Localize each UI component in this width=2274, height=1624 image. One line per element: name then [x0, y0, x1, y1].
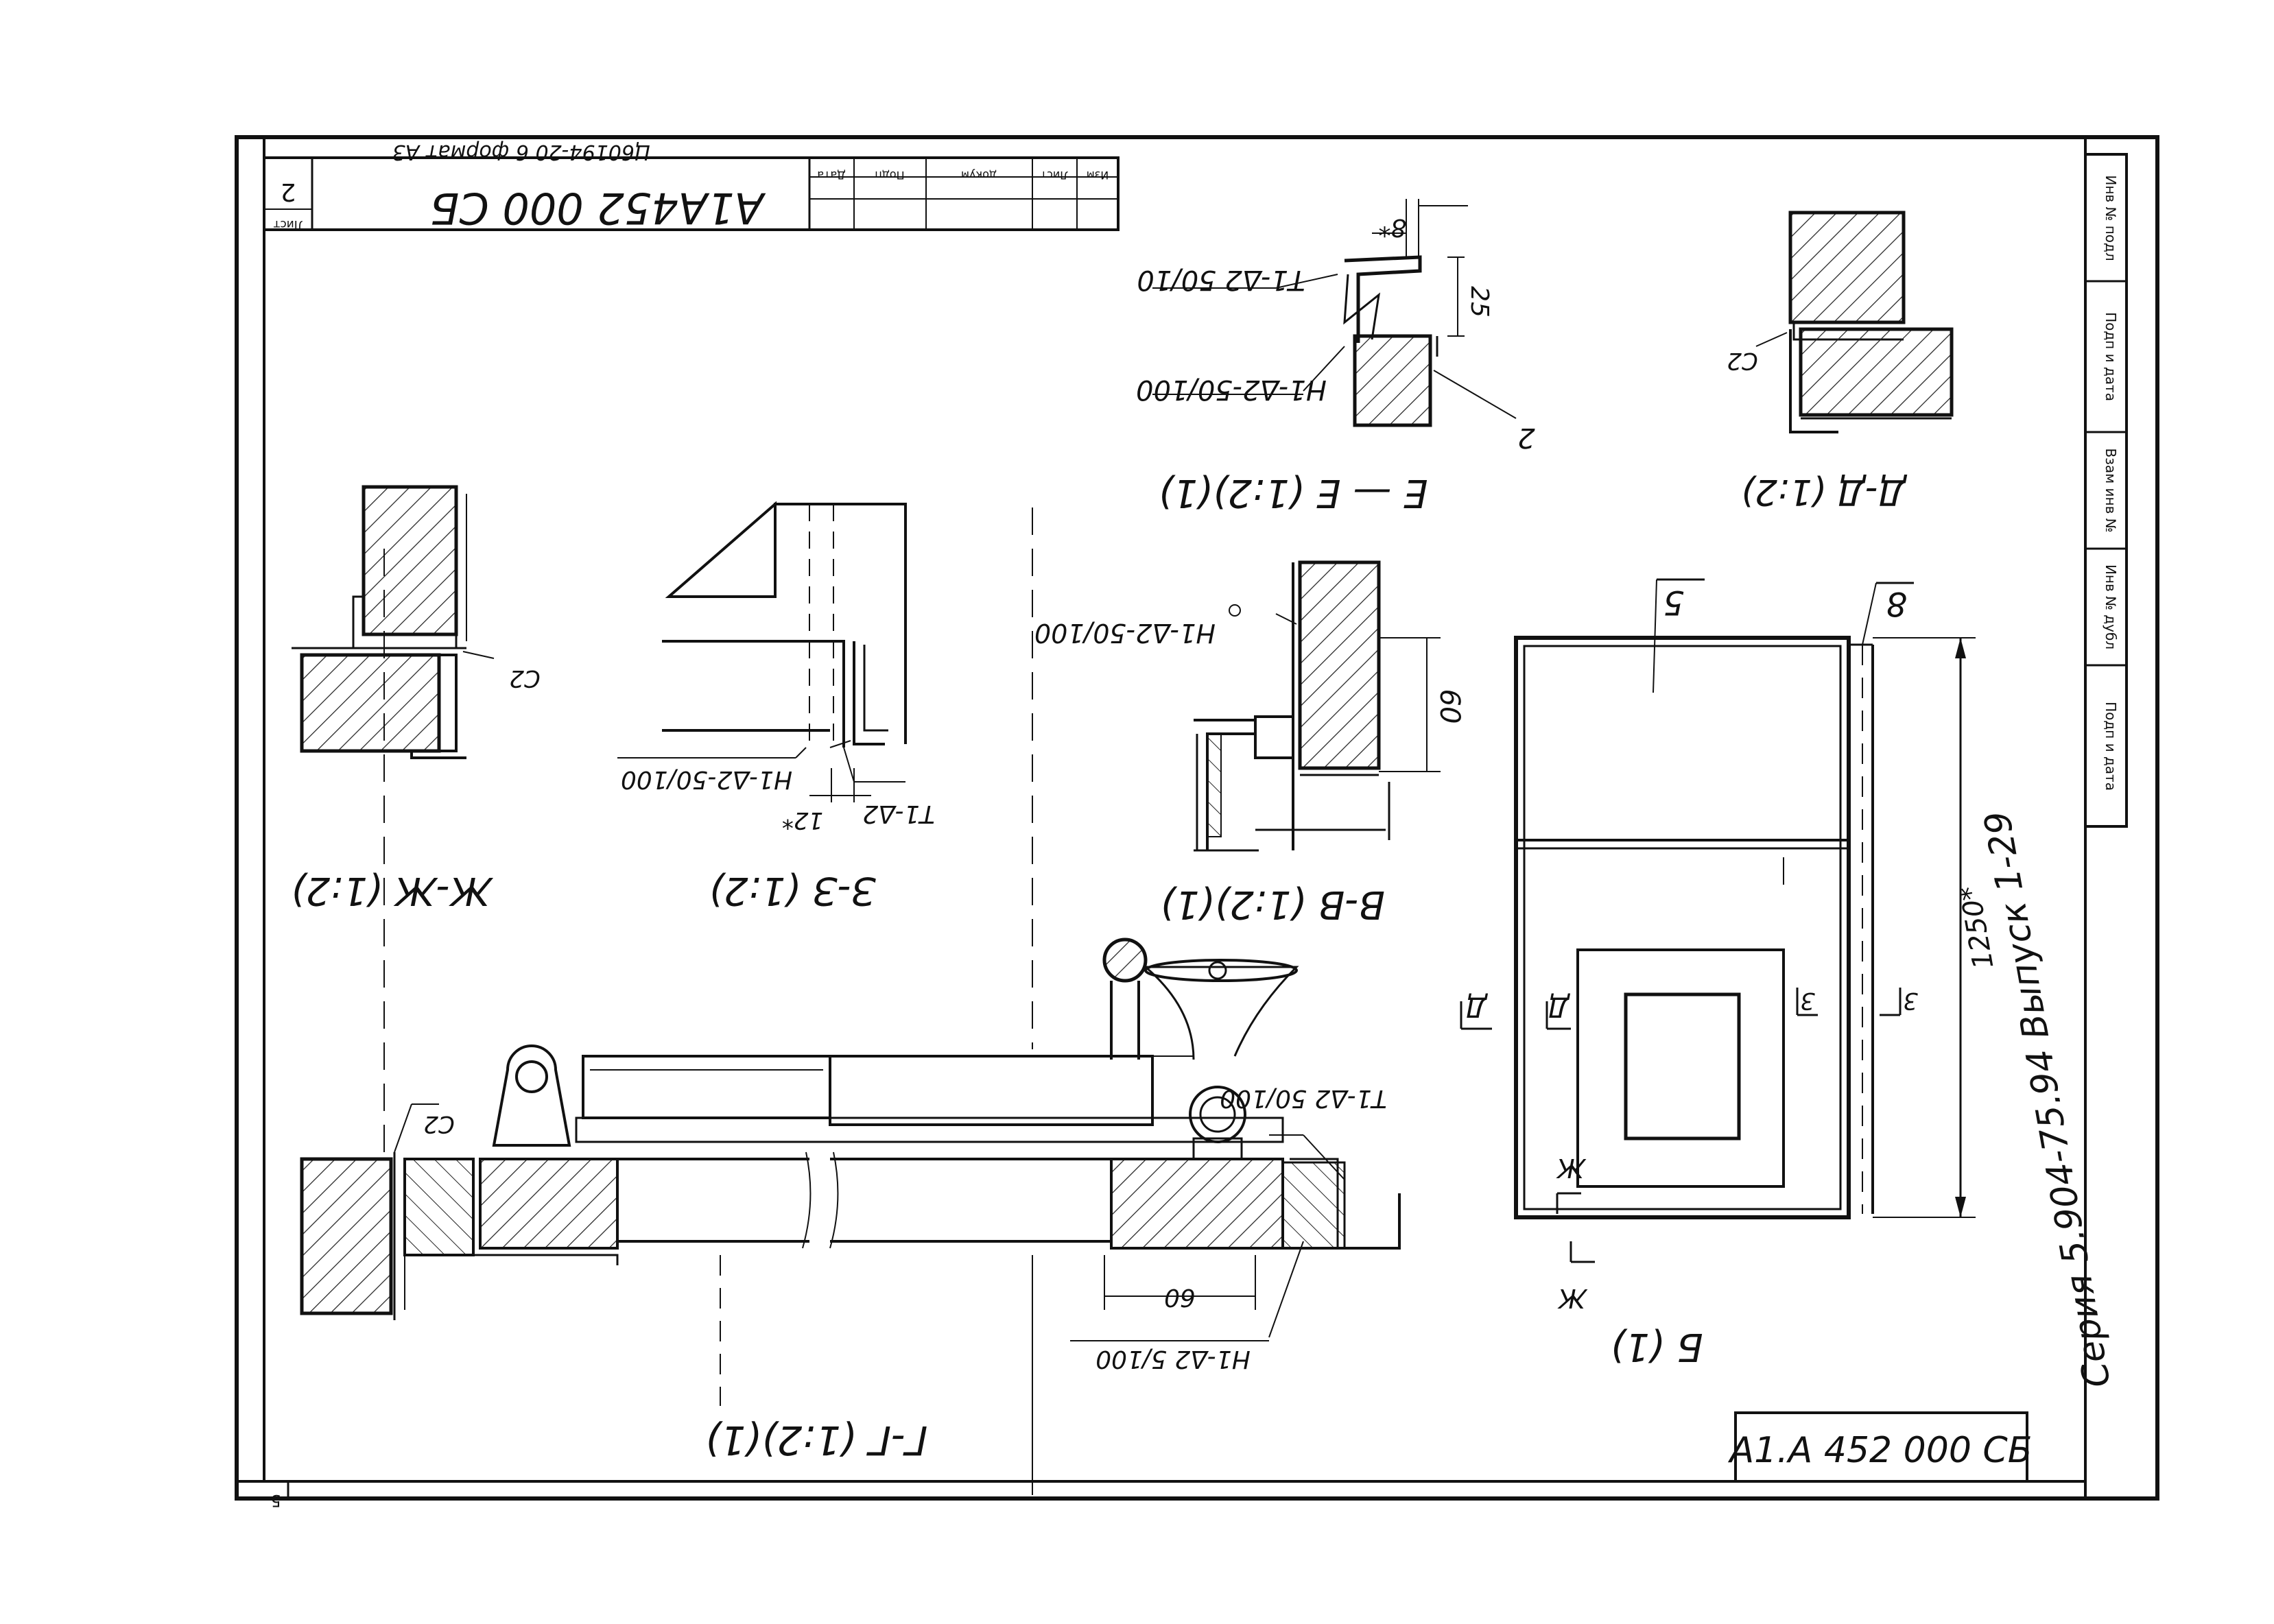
sheet-number: 2	[281, 178, 296, 206]
title-header-data: Дата	[817, 169, 845, 182]
section-ee-dim-8: 8*	[1379, 213, 1407, 241]
title-header-docum: докум	[961, 169, 997, 182]
corner-number: 5	[270, 1491, 281, 1510]
title-header-izm: Изм	[1087, 169, 1109, 182]
section-dd	[1755, 211, 1954, 433]
section-ee-weld-top: Т1-Δ2 50/10	[1137, 264, 1305, 296]
view-b-section-zh-upper: Ж	[1555, 1153, 1586, 1183]
section-gg-weld-top: Т1-Δ2 50/100	[1220, 1084, 1387, 1112]
section-ee-dim-25: 25	[1465, 286, 1493, 318]
series-label: Серия 5.904-75.94 Выпуск 1-29	[1977, 808, 2119, 1390]
title-header-list: Лист	[1041, 169, 1069, 182]
view-b-text: Б (1) 1250* 5 8 3 3 Д Д Ж Ж	[1465, 583, 2000, 1369]
sheet-designation: А1А452 000 СБ	[430, 183, 766, 233]
stamp-inv-dubl: Инв № дубл	[2103, 564, 2119, 649]
format-note: Ц60194-20 6 формат А3	[392, 140, 651, 164]
section-zhzh-c2: С2	[509, 665, 540, 692]
stamp-inv-podl: Инв № подл	[2103, 175, 2119, 261]
stamp-podp-data-2: Подп и дата	[2103, 702, 2119, 791]
section-dd-c2: С2	[1727, 347, 1757, 374]
section-vv-text: В-В (1:2)(1) Н1-Δ2-50/100 60	[1034, 618, 1465, 927]
view-b-marker-5: 5	[1663, 583, 1685, 621]
title-block	[263, 156, 1120, 231]
section-gg-text: Г-Г (1:2)(1) Т1-Δ2 50/100 Н1-Δ2 5/100 С2…	[423, 1084, 1386, 1464]
view-b-section-3-left: 3	[1800, 987, 1815, 1014]
section-zz-weld-right: Т1-Δ2	[862, 800, 934, 828]
section-zz	[617, 501, 907, 802]
stamp-podp-data-1: Подп и дата	[2103, 312, 2119, 401]
section-dd-text: Д-Д (1:2) С2	[1727, 347, 1907, 512]
section-dd-title: Д-Д (1:2)	[1741, 471, 1908, 512]
section-gg-c2: С2	[423, 1110, 454, 1138]
section-zz-dim: 12*	[782, 807, 823, 834]
section-gg	[300, 508, 1401, 1495]
stamp-designation: А1.А 452 000 СБ	[1728, 1430, 2033, 1471]
section-vv-title: В-В (1:2)(1)	[1160, 882, 1385, 927]
section-gg-dim: 60	[1164, 1283, 1196, 1311]
section-vv-weld: Н1-Δ2-50/100	[1034, 618, 1216, 648]
section-vv-dim: 60	[1434, 689, 1465, 724]
view-b-section-3-right: 3	[1903, 987, 1918, 1014]
view-b-marker-8: 8	[1886, 584, 1908, 623]
section-zhzh-title: Ж-Ж (1:2)	[291, 868, 493, 913]
section-gg-weld-bottom: Н1-Δ2 5/100	[1095, 1345, 1251, 1373]
section-gg-title: Г-Г (1:2)(1)	[705, 1417, 928, 1464]
section-vv	[1194, 560, 1441, 852]
bottom-stamp: А1.А 452 000 СБ	[1728, 1411, 2033, 1483]
section-zz-text: З-З (1:2) Н1-Δ2-50/100 Т1-Δ2 12*	[621, 765, 935, 913]
section-ee-title: Е — Е (1:2)(1)	[1158, 470, 1428, 515]
section-ee-text: Е — Е (1:2)(1) Т1-Δ2 50/10 Н1-Δ2-50/100 …	[1136, 213, 1535, 515]
sheet-label: Лист	[273, 217, 303, 231]
section-zz-title: З-З (1:2)	[709, 868, 876, 913]
section-zhzh-text: Ж-Ж (1:2) С2	[291, 665, 541, 913]
section-zhzh	[292, 485, 495, 759]
section-ee	[1152, 199, 1517, 427]
view-b	[1460, 578, 1976, 1263]
side-stamp-text: Инв № подл Подп и дата Взам инв № Инв № …	[1977, 175, 2119, 1390]
stamp-vzam-inv: Взам инв №	[2103, 448, 2119, 532]
section-ee-leader-2: 2	[1517, 422, 1535, 453]
view-b-title: Б (1)	[1610, 1324, 1703, 1369]
view-b-section-d-right: Д	[1548, 991, 1570, 1023]
side-stamp	[2084, 153, 2128, 828]
view-b-section-zh-lower: Ж	[1556, 1283, 1587, 1313]
title-header-podp: Подп	[875, 169, 904, 182]
title-block-text: А1А452 000 СБ 2 Лист Изм Лист докум Подп…	[270, 140, 1109, 1510]
section-zz-weld-bottom: Н1-Δ2-50/100	[621, 765, 792, 793]
view-b-section-d-left: Д	[1465, 991, 1488, 1023]
section-ee-weld-bottom: Н1-Δ2-50/100	[1136, 374, 1327, 405]
